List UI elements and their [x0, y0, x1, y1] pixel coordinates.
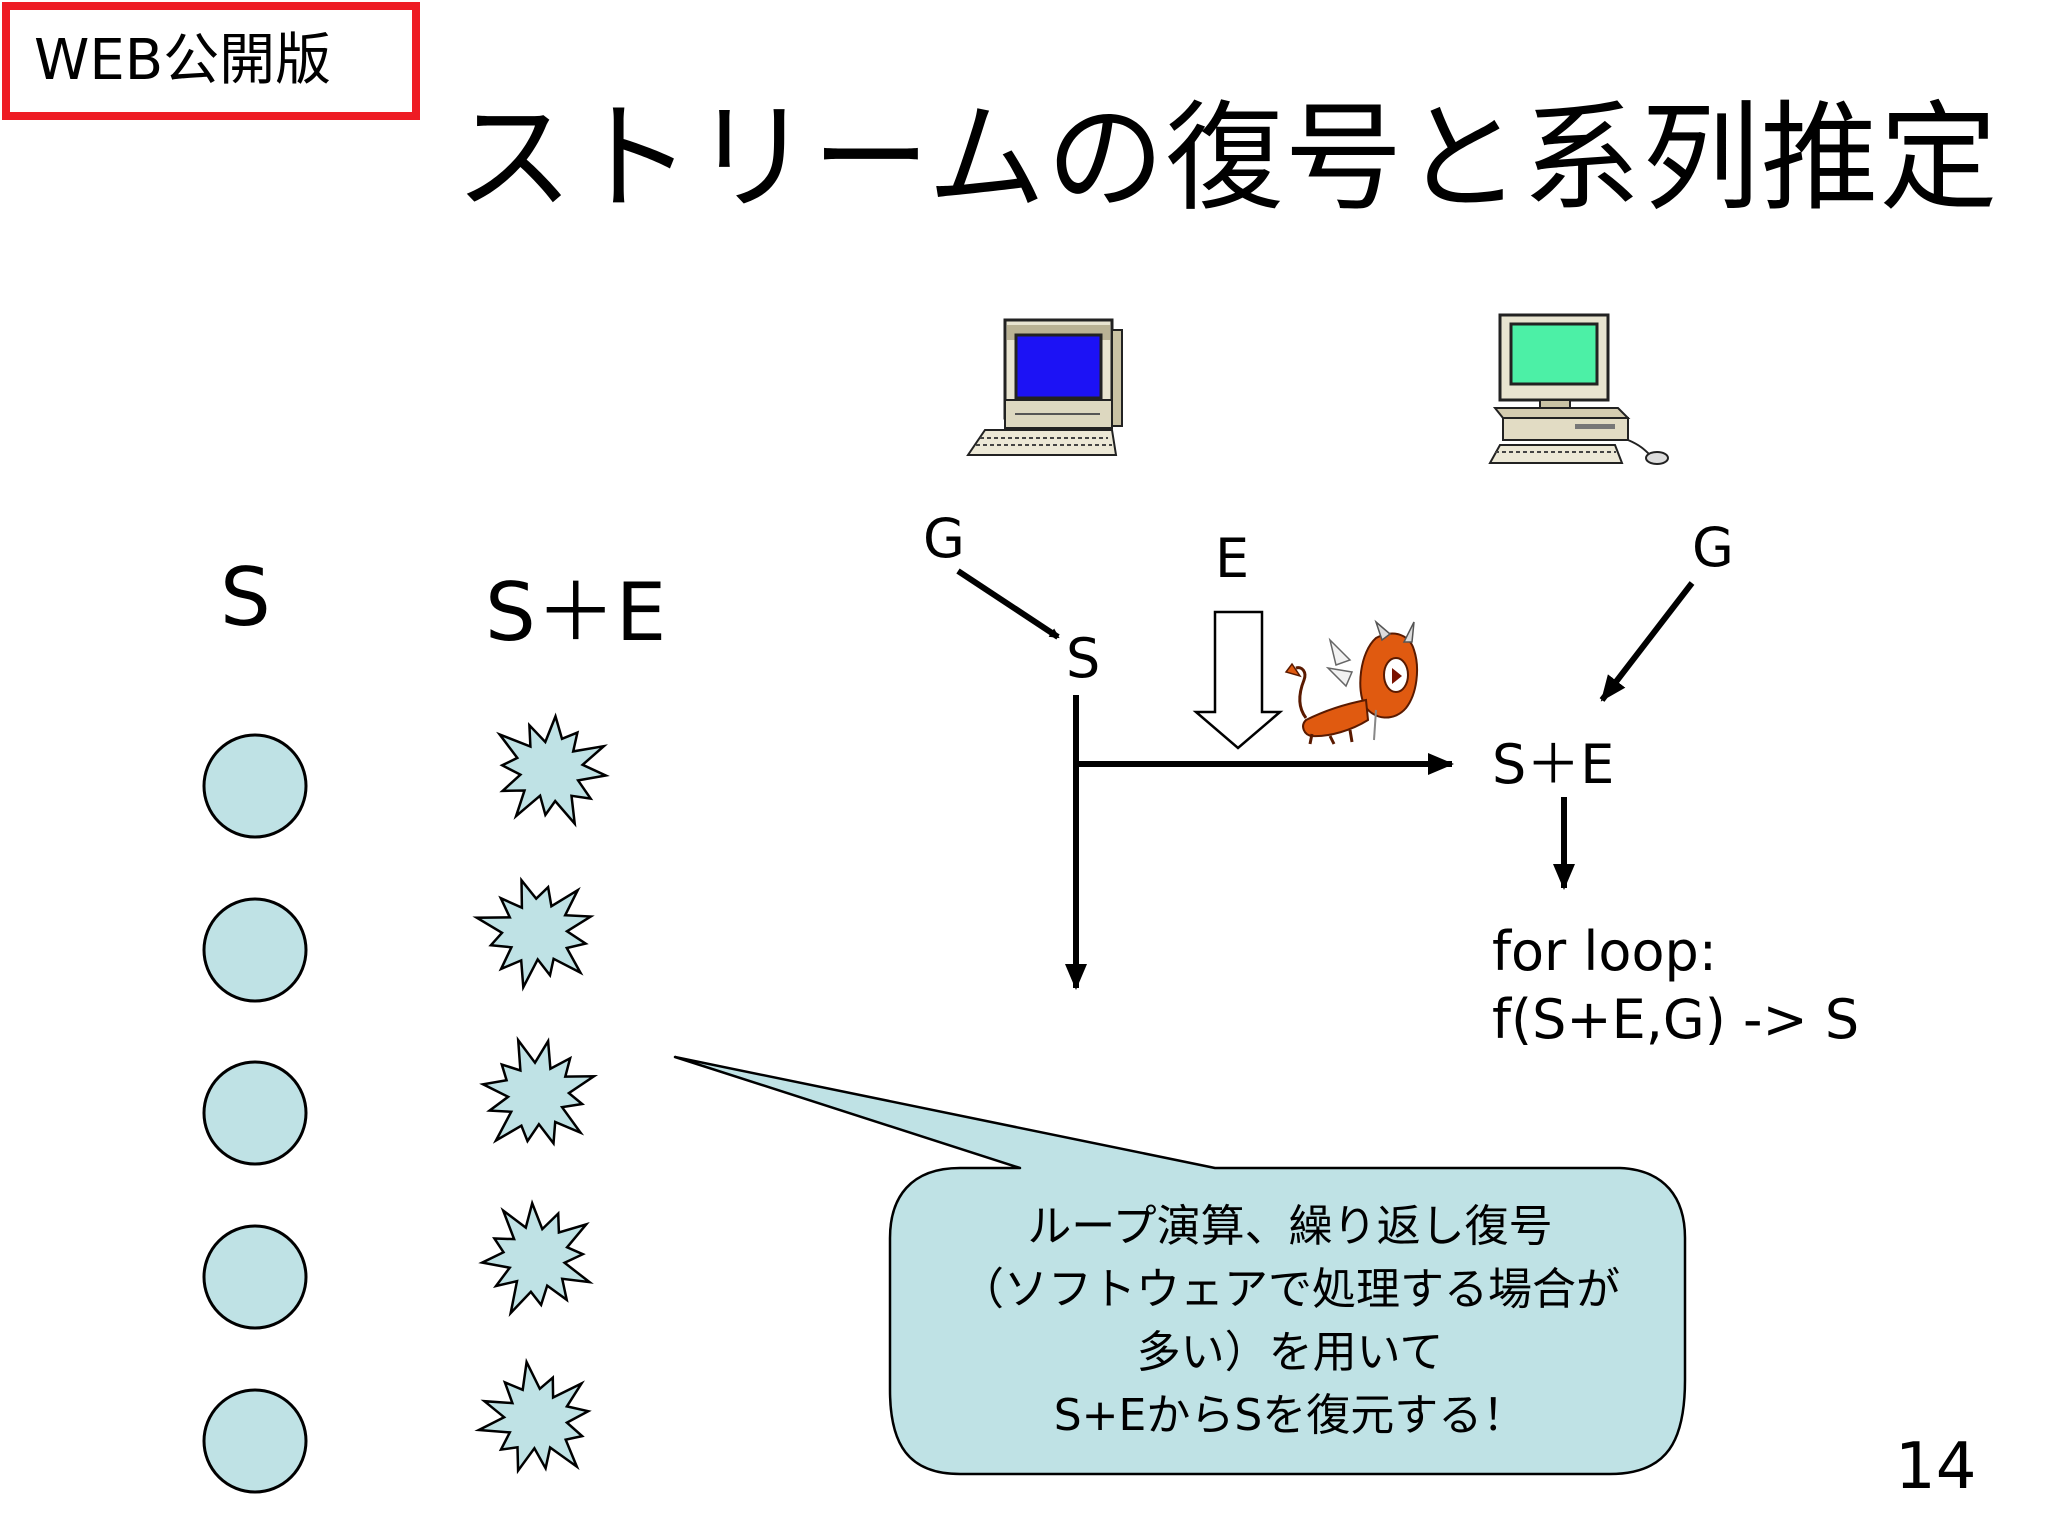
- noisy-signal-burst: [478, 1199, 594, 1317]
- g-to-s-arrow: [956, 568, 1060, 640]
- imp-noise-icon: [1284, 619, 1419, 745]
- slide-title: ストリームの復号と系列推定: [455, 89, 1999, 227]
- generator-label-right: G: [1692, 516, 1734, 579]
- signal-circle: [202, 733, 308, 839]
- noisy-signal-burst: [496, 712, 610, 828]
- loop-label-line1: for loop:: [1492, 920, 1717, 983]
- signal-circle: [202, 897, 308, 1003]
- signal-circle: [202, 1060, 308, 1166]
- callout-line: （ソフトウェアで処理する場合が: [960, 1264, 1620, 1315]
- s-column-label: S: [220, 551, 271, 644]
- receiver-computer-icon: [1488, 313, 1669, 465]
- signal-node-label: S: [1066, 627, 1101, 690]
- web-version-stamp: WEB公開版: [2, 2, 420, 120]
- noisy-signal-bursts: [472, 712, 610, 1475]
- sender-computer-icon: [966, 318, 1123, 456]
- generator-label-left: G: [923, 507, 965, 570]
- g-to-se-arrow: [1599, 581, 1695, 702]
- callout-line: S+EからSを復元する！: [1053, 1390, 1527, 1441]
- signal-circle: [202, 1224, 308, 1330]
- callout-line: 多い）を用いて: [1136, 1327, 1444, 1378]
- callout-bubble: [673, 1055, 1687, 1476]
- loop-label-line2: f(S+E,G) -> S: [1492, 988, 1860, 1051]
- noisy-signal-burst: [472, 876, 595, 992]
- received-node-label: S＋E: [1492, 733, 1615, 796]
- error-injection-arrow: [1192, 610, 1284, 750]
- noisy-signal-burst: [479, 1036, 599, 1147]
- se-column-label: S＋E: [485, 566, 667, 659]
- noisy-signal-burst: [474, 1357, 592, 1475]
- callout-line: ループ演算、繰り返し復号: [1027, 1201, 1553, 1252]
- page-number: 14: [1895, 1430, 1977, 1504]
- signal-circles: [202, 733, 308, 1494]
- signal-circle: [202, 1388, 308, 1494]
- error-label: E: [1215, 527, 1250, 590]
- callout-text: ループ演算、繰り返し復号 （ソフトウェアで処理する場合が 多い）を用いて S+E…: [900, 1195, 1680, 1447]
